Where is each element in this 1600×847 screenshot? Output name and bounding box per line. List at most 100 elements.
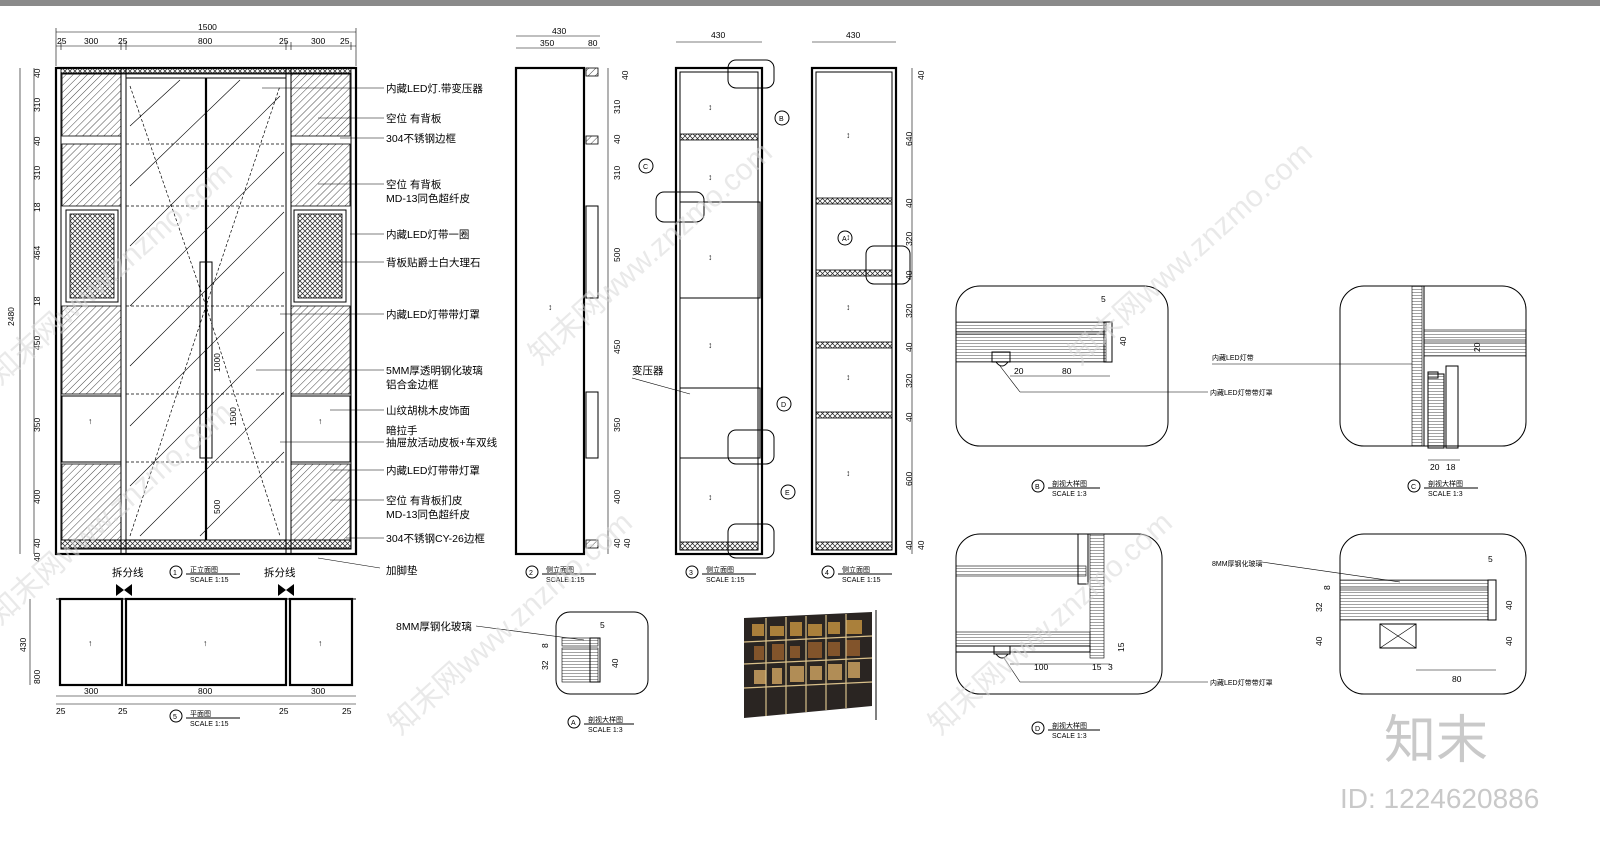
plan-dim-s1: 25 — [118, 706, 128, 716]
plan-number: 5 — [173, 714, 177, 721]
detail-d-dim-15a: 15 — [1116, 642, 1126, 652]
detail-e-dim-8: 8 — [1322, 585, 1332, 590]
detail-a-dim-8: 8 — [540, 643, 550, 648]
side2-h9: 40 — [622, 538, 632, 548]
dim-inner-1500: 1500 — [228, 407, 238, 426]
svg-text:↕: ↕ — [708, 492, 712, 502]
side4-h3: 320 — [904, 232, 914, 246]
side2-h5: 450 — [612, 340, 622, 354]
side4-number: 4 — [825, 570, 829, 577]
side4-h9: 600 — [904, 472, 914, 486]
svg-text:↑: ↑ — [88, 416, 92, 426]
side3-scale: SCALE 1:15 — [706, 577, 745, 584]
side4-dim-total: 430 — [846, 30, 860, 40]
detail-d-number-circle — [1031, 721, 1045, 735]
dim-w0: 25 — [57, 36, 67, 46]
detail-d-scale: SCALE 1:3 — [1052, 733, 1087, 740]
marker-c: C — [643, 164, 648, 171]
side4-h0: 40 — [916, 70, 926, 80]
svg-text:↕: ↕ — [846, 372, 850, 382]
svg-text:↕: ↕ — [708, 252, 712, 262]
svg-text:↑: ↑ — [318, 638, 322, 648]
svg-text:↑: ↑ — [203, 638, 207, 648]
detail-d-led-label: 内藏LED灯带带灯罩 — [1210, 678, 1273, 687]
detail-a: 8MM厚钢化玻璃 5 8 32 40 A 剖视大样图 SCALE 1:3 — [396, 611, 649, 734]
callout-drawer-leather: 抽屉放活动皮板+车双线 — [386, 436, 498, 449]
dim-w2: 25 — [118, 36, 128, 46]
detail-c: 内藏LED灯带 20 20 18 C 剖视大样图 SCALE 1:3 — [1212, 285, 1527, 498]
brand-id: ID: 1224620886 — [1340, 783, 1539, 814]
callout-empty-backboard-2: 空位 有背板 — [386, 178, 442, 191]
side-elevation-2: 430 350 80 ↕ 40 310 40 310 500 450 350 4… — [514, 26, 632, 584]
callout-led-ring: 内藏LED灯带一圈 — [386, 228, 469, 241]
scale-front-elevation: SCALE 1:15 — [190, 577, 229, 584]
callout-glass: 5MM厚透明钢化玻璃 — [386, 364, 483, 377]
cad-drawing: 1500 25 300 25 800 25 300 25 2480 40 310… — [0, 22, 1539, 814]
callout-led-cover-2: 内藏LED灯带带灯罩 — [386, 464, 480, 477]
dim-inner-500: 500 — [212, 500, 222, 514]
side4-title: 侧立面图 — [842, 565, 870, 574]
detail-a-dim-40: 40 — [610, 658, 620, 668]
side2-h8: 40 — [612, 538, 622, 548]
detail-b-title: 剖视大样图 — [1052, 479, 1087, 488]
plan-dim-s3: 25 — [342, 706, 352, 716]
side2-dim-350: 350 — [540, 38, 554, 48]
detail-e-glass-label: 8MM厚钢化玻璃 — [1212, 559, 1263, 568]
detail-d-dim-3: 3 — [1108, 662, 1113, 672]
front-elevation: 1500 25 300 25 800 25 300 25 2480 40 310… — [6, 22, 498, 584]
detail-c-led-label: 内藏LED灯带 — [1212, 353, 1254, 362]
detail-a-dim-5: 5 — [600, 620, 605, 630]
side2-scale: SCALE 1:15 — [546, 577, 585, 584]
side3-number: 3 — [689, 570, 693, 577]
svg-text:↕: ↕ — [708, 102, 712, 112]
side2-h3: 310 — [612, 166, 622, 180]
dim-h10: 40 — [32, 538, 42, 548]
plan-dim-w2: 300 — [311, 686, 325, 696]
plan-title: 平面图 — [190, 710, 211, 718]
detail-c-number: C — [1411, 484, 1416, 491]
plan-dim-depth: 430 — [18, 638, 28, 652]
dim-w5: 300 — [311, 36, 325, 46]
detail-e: 8MM厚钢化玻璃 5 8 32 40 40 40 80 — [1212, 533, 1527, 695]
top-border — [0, 0, 1600, 6]
side-elevation-4: 430 ↕ ↕ ↕ ↕ ↕ A 40 640 40 320 40 320 40 … — [810, 30, 926, 584]
side2-dim-80: 80 — [588, 38, 598, 48]
callout-hidden-handle: 暗拉手 — [386, 424, 418, 437]
dim-h8: 350 — [32, 418, 42, 432]
plan-dim-w0: 300 — [84, 686, 98, 696]
side4-h11: 40 — [916, 540, 926, 550]
dim-h3: 310 — [32, 166, 42, 180]
side4-h4: 40 — [904, 270, 914, 280]
detail-a-glass-label: 8MM厚钢化玻璃 — [396, 620, 472, 633]
detail-d-dim-15b: 15 — [1092, 662, 1102, 672]
detail-e-dim-5: 5 — [1488, 554, 1493, 564]
detail-e-dim-40a: 40 — [1314, 636, 1324, 646]
dim-w4: 25 — [279, 36, 289, 46]
detail-d-number: D — [1035, 726, 1040, 733]
side4-h1: 640 — [904, 132, 914, 146]
plan-dim-s0: 25 — [56, 706, 66, 716]
side4-number-circle — [821, 565, 835, 579]
detail-b-dim-5: 5 — [1101, 294, 1106, 304]
detail-b-led-label: 内藏LED灯带带灯罩 — [1210, 388, 1273, 397]
side2-h4: 500 — [612, 248, 622, 262]
detail-b-dim-80: 80 — [1062, 366, 1072, 376]
side2-h0: 40 — [620, 70, 630, 80]
dim-h4: 18 — [32, 202, 42, 212]
dim-h2: 40 — [32, 136, 42, 146]
callout-led-transformer: 内藏LED灯.带变压器 — [386, 82, 483, 95]
side4-h5: 320 — [904, 304, 914, 318]
detail-d-title: 剖视大样图 — [1052, 721, 1087, 730]
dim-w3: 800 — [198, 36, 212, 46]
svg-text:↑: ↑ — [318, 416, 322, 426]
detail-c-dim-20b: 20 — [1430, 462, 1440, 472]
dim-w6: 25 — [340, 36, 350, 46]
side4-scale: SCALE 1:15 — [842, 577, 881, 584]
detail-e-dim-40c: 40 — [1504, 636, 1514, 646]
plan-dim-w1: 800 — [198, 686, 212, 696]
plan-scale: SCALE 1:15 — [190, 721, 229, 728]
title-number-circle — [169, 565, 183, 579]
detail-c-number-circle — [1407, 479, 1421, 493]
marker-b: B — [779, 116, 784, 123]
callout-walnut: 山纹胡桃木皮饰面 — [386, 404, 470, 417]
